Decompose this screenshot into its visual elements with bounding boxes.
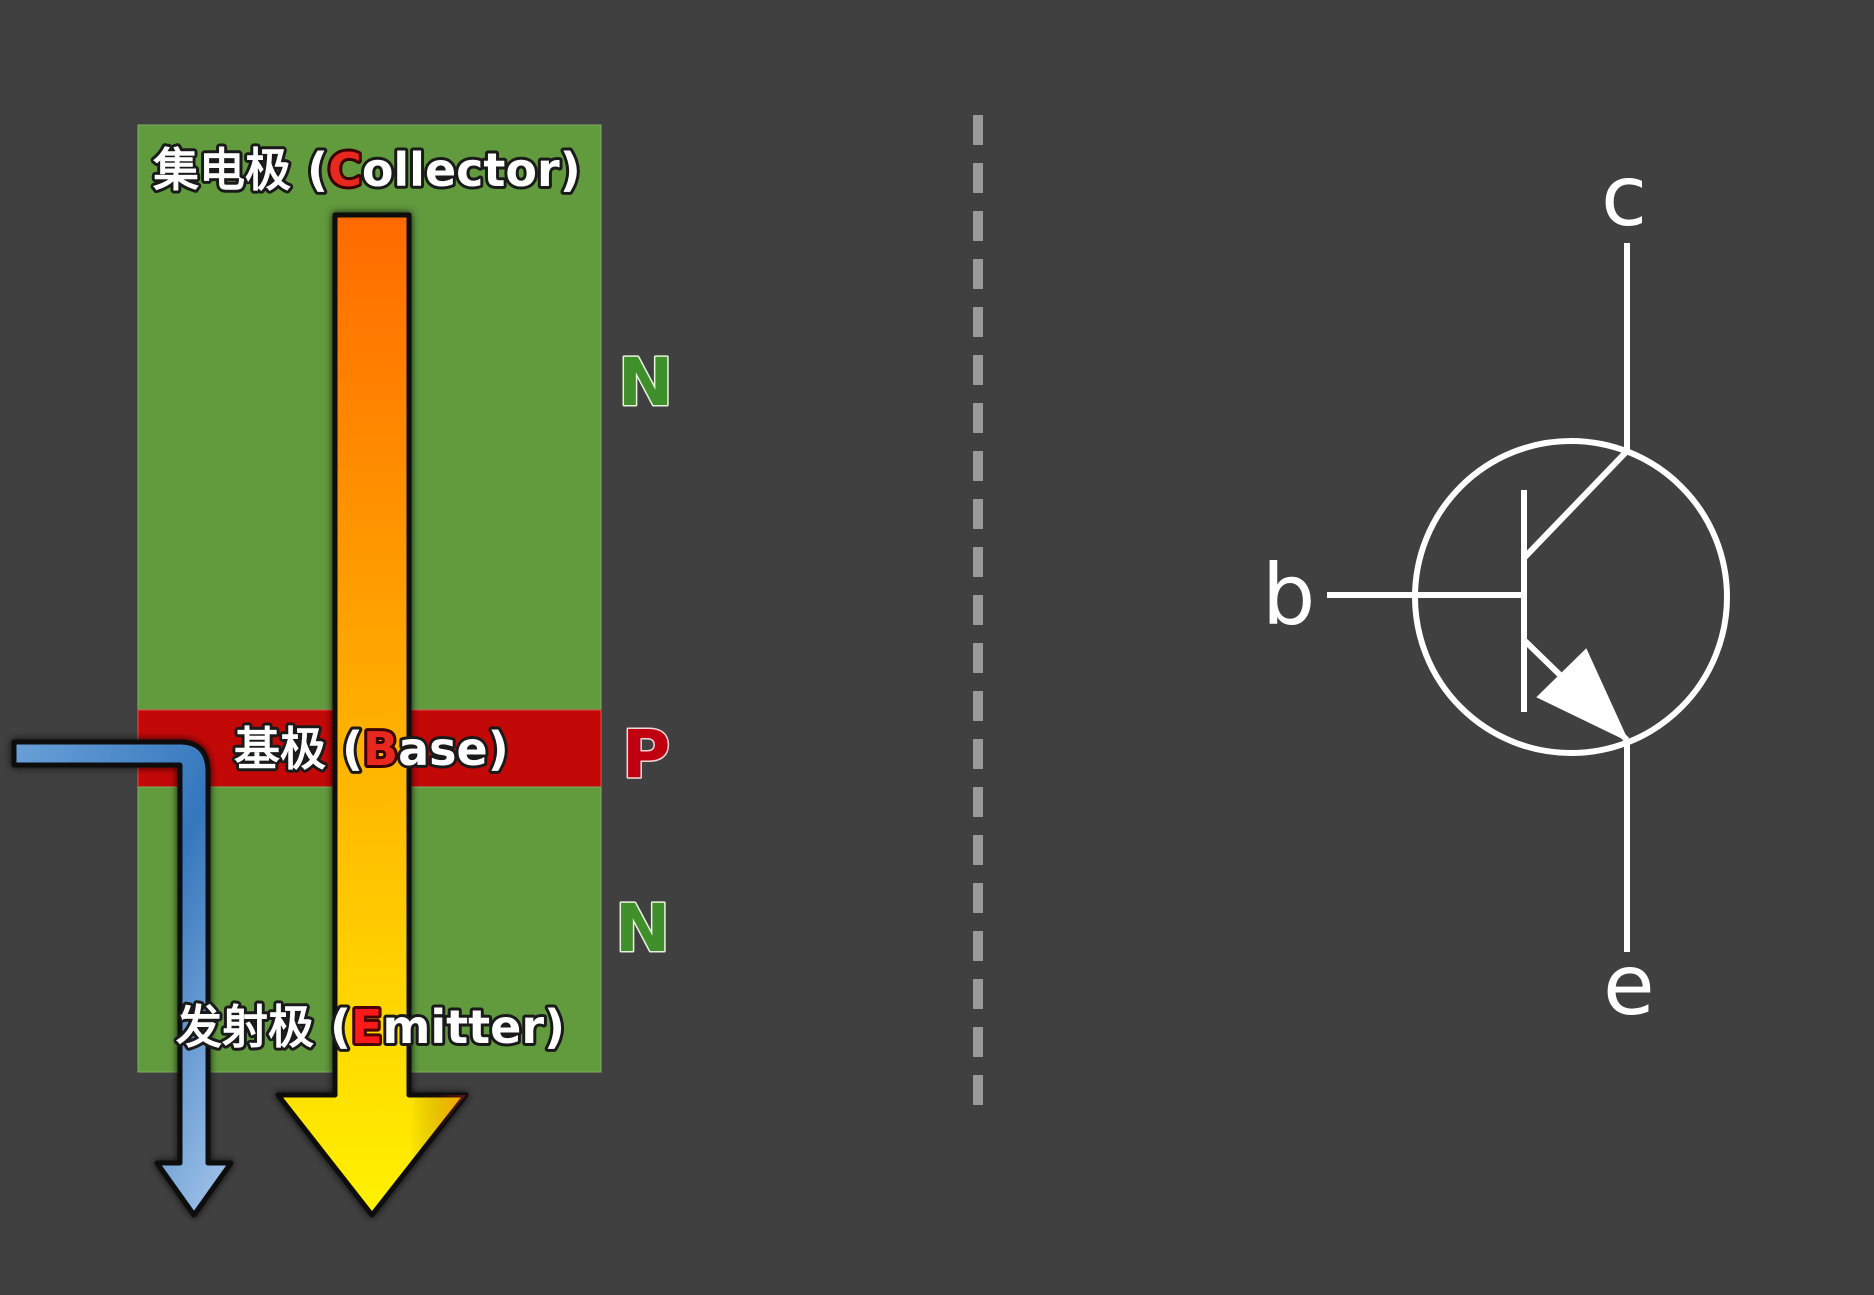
base-pin-label: b	[1262, 546, 1315, 644]
emitter-arrowhead	[1536, 648, 1630, 743]
region-tag-bottom-n: N	[615, 890, 670, 967]
collector-pin-label: c	[1601, 147, 1647, 245]
collector-current-arrow	[275, 212, 469, 1218]
collector-diagonal	[1521, 448, 1630, 561]
region-tag-p: P	[622, 716, 670, 793]
base-label: 基极 (Base)	[234, 722, 509, 776]
emitter-label: 发射极 (Emitter)	[176, 1000, 565, 1054]
collector-label: 集电极 (Collector)	[152, 143, 581, 197]
base-current-arrow	[11, 739, 234, 1218]
region-tag-top-n: N	[618, 344, 673, 421]
emitter-pin-label: e	[1603, 936, 1655, 1034]
npn-transistor-symbol	[1327, 243, 1730, 952]
